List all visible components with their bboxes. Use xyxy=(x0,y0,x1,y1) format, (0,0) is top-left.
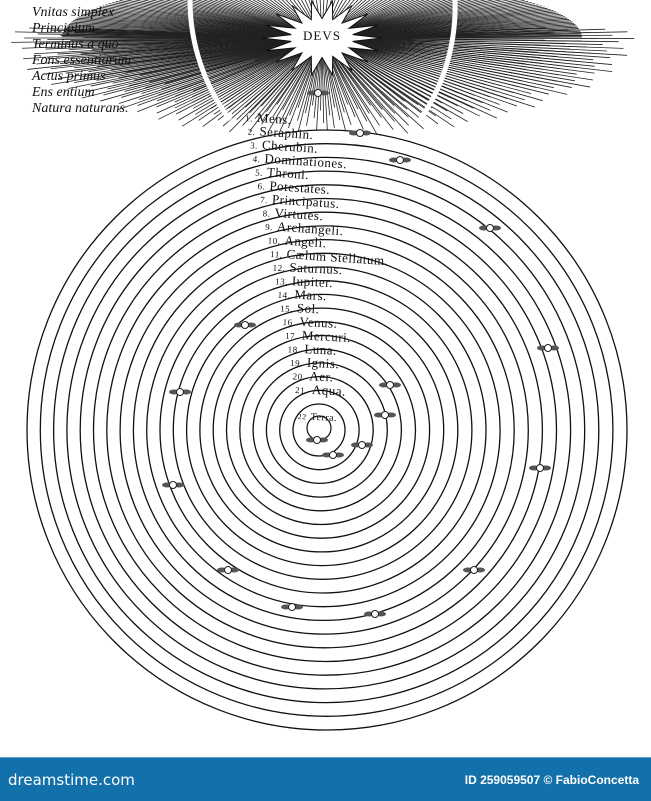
sphere-number: 9. xyxy=(265,222,273,233)
attribute-text: Natura naturans. xyxy=(32,101,128,117)
attribute-text: Ens entium xyxy=(32,85,95,101)
sphere-number: 4. xyxy=(252,154,260,165)
sphere-number: 14. xyxy=(277,290,290,301)
sphere-number: 3. xyxy=(250,140,258,151)
brand-logo: dreamstime.com xyxy=(8,771,135,789)
sphere-number: 1. xyxy=(245,113,253,124)
attribute-text: Principium xyxy=(32,21,95,37)
attribute-text: Fons essentiarum xyxy=(32,53,131,69)
sphere-number: 8. xyxy=(262,208,270,219)
image-credit: ID 259059507 © FabioConcetta xyxy=(465,773,639,787)
sphere-number: 22 xyxy=(297,412,306,421)
sphere-number: 12. xyxy=(272,263,285,274)
attribute-text: Actus primus xyxy=(32,69,106,85)
sphere-number: 5. xyxy=(255,167,263,178)
sphere-number: 6. xyxy=(257,181,265,192)
sphere-number: 13. xyxy=(275,276,288,287)
watermark-bar: dreamstime.com ID 259059507 © FabioConce… xyxy=(0,757,651,801)
sphere-number: 20. xyxy=(292,371,305,382)
sphere-number: 17. xyxy=(285,331,298,342)
sphere-number: 11. xyxy=(270,249,283,260)
sphere-number: 2. xyxy=(247,127,255,138)
sphere-number: 10. xyxy=(267,235,280,246)
sphere-number: 21. xyxy=(295,385,308,396)
sphere-number: 7. xyxy=(260,195,268,206)
sphere-number: 15. xyxy=(280,303,293,314)
deus-label: DEVS xyxy=(303,28,341,43)
sphere-number: 19. xyxy=(290,358,303,369)
celestial-spheres xyxy=(27,130,627,730)
sphere-name: Terra. xyxy=(310,412,337,424)
attribute-text: Terminus a quo xyxy=(32,37,119,53)
sphere-number: 18. xyxy=(287,344,300,355)
attribute-text: Vnitas simplex xyxy=(32,5,114,21)
sphere-name: Aqua. xyxy=(312,382,347,399)
sphere-number: 16. xyxy=(282,317,295,328)
